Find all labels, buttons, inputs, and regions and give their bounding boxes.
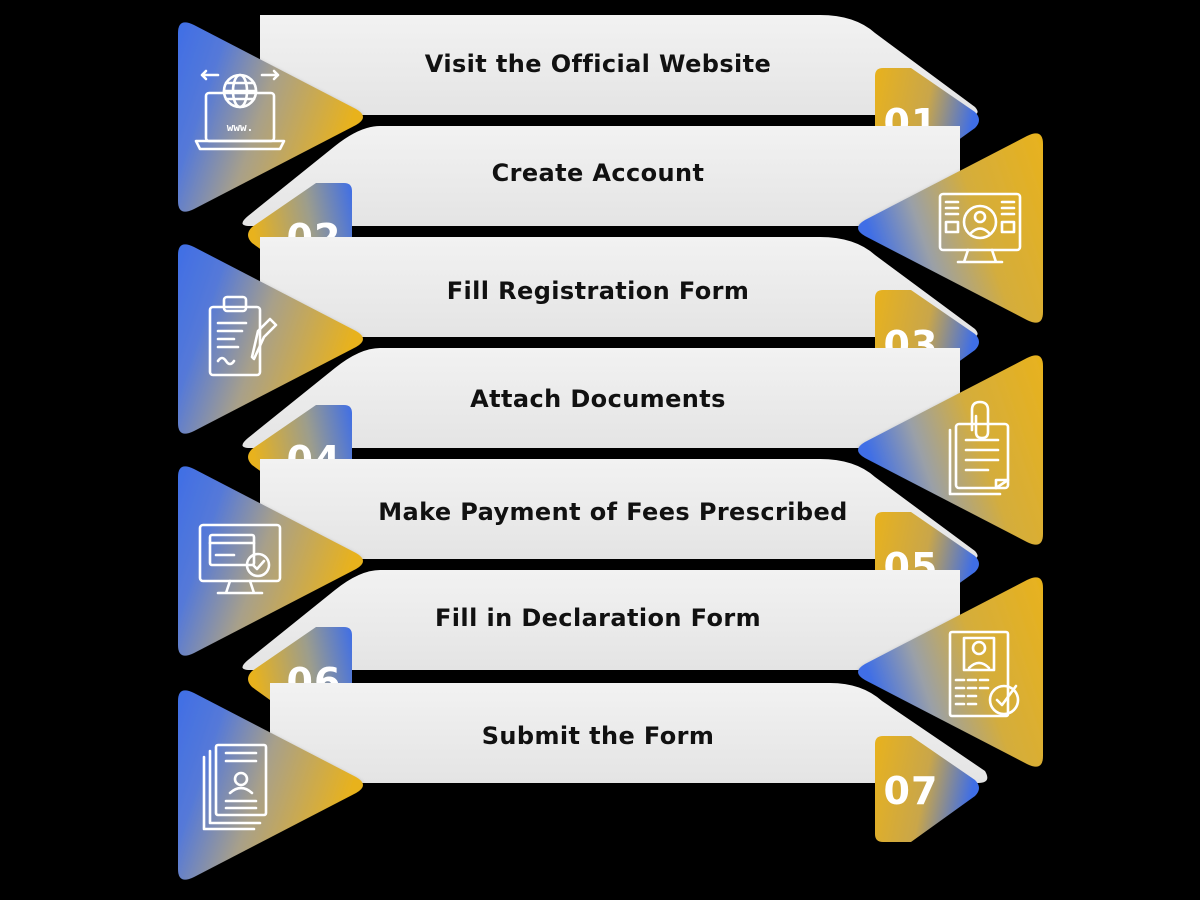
step-band <box>270 683 988 783</box>
step-label: Visit the Official Website <box>425 50 771 78</box>
step-number-badge <box>875 736 979 842</box>
step-band <box>260 15 978 115</box>
step-02: Create Account02 <box>242 126 1043 323</box>
step-07: Submit the Form 07 <box>178 683 988 880</box>
step-band <box>260 459 978 559</box>
step-number: 07 <box>884 769 939 813</box>
step-pointer <box>178 466 363 656</box>
step-label: Fill in Declaration Form <box>435 604 761 632</box>
step-pointer <box>178 22 363 212</box>
step-pointer <box>858 133 1043 323</box>
step-pointer <box>178 690 363 880</box>
step-band <box>260 237 978 337</box>
step-band <box>242 126 960 226</box>
step-label: Fill Registration Form <box>447 277 750 305</box>
step-label: Create Account <box>492 159 705 187</box>
step-band <box>242 570 960 670</box>
step-label: Submit the Form <box>482 722 715 750</box>
step-04: Attach Documents04 <box>242 348 1043 545</box>
step-label: Attach Documents <box>470 385 726 413</box>
step-label: Make Payment of Fees Prescribed <box>378 498 848 526</box>
step-pointer <box>178 244 363 434</box>
step-band <box>242 348 960 448</box>
